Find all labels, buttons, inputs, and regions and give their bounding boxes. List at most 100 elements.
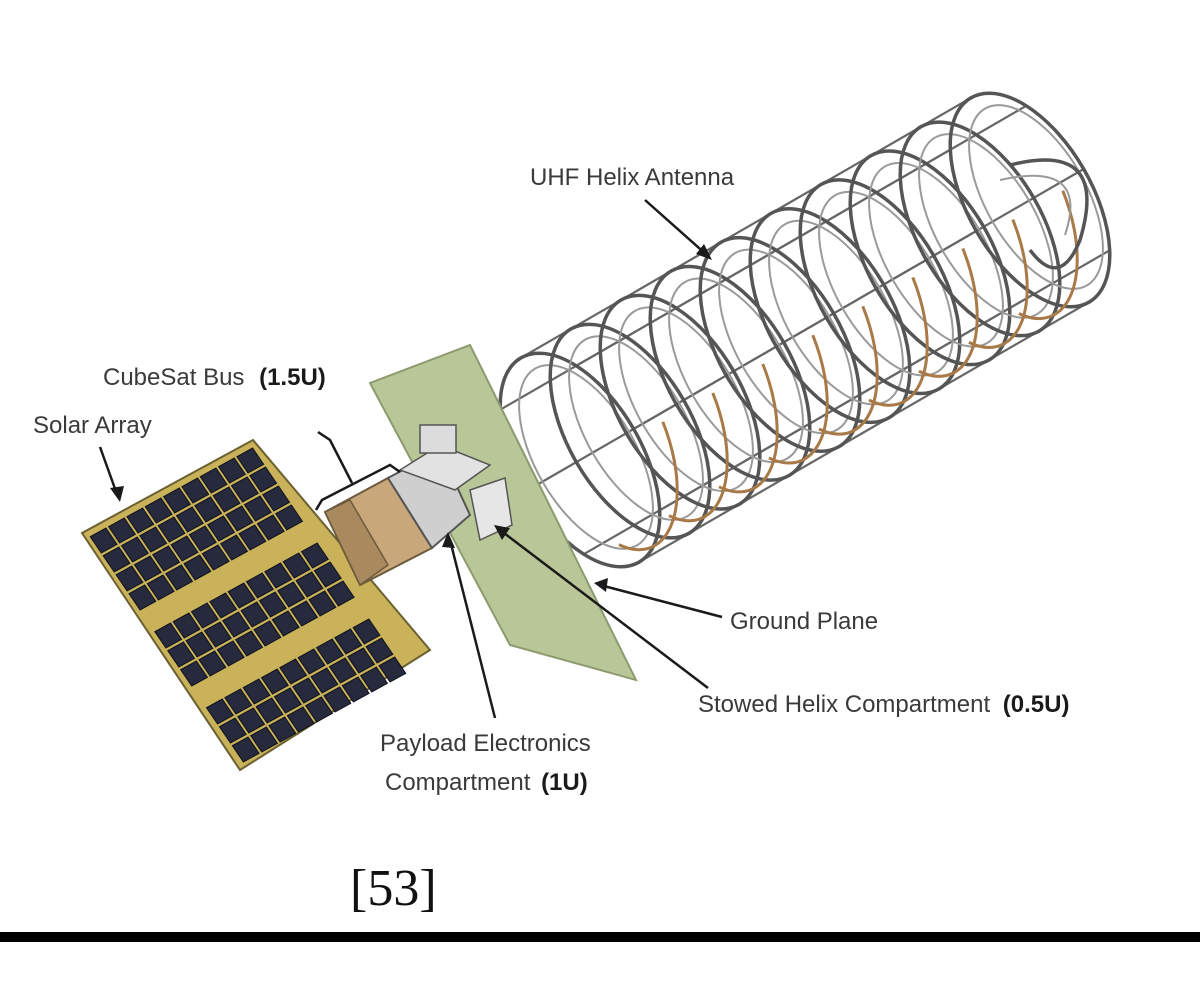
solar-cell: [144, 497, 173, 524]
solar-cell: [310, 667, 339, 694]
uhf-helix-antenna: [498, 91, 1112, 569]
solar-cell: [216, 640, 245, 667]
solar-cell: [133, 555, 162, 582]
solar-cell: [236, 447, 265, 474]
antenna-ring-inner: [618, 306, 754, 493]
arrowhead-payload-electronics: [442, 532, 455, 548]
solar-cell: [227, 582, 256, 609]
antenna-ring-inner: [668, 277, 804, 464]
solar-cell: [115, 565, 144, 592]
solar-cell: [183, 554, 212, 581]
solar-cell: [162, 487, 192, 514]
arrow-ground-plane: [599, 583, 723, 619]
label-payload-compartment-name: Compartment: [385, 769, 531, 796]
antenna-ring-inner: [518, 364, 654, 550]
solar-cell: [238, 524, 267, 551]
label-payload-electronics-line2: Compartment (1U): [385, 769, 588, 796]
antenna-ring: [548, 322, 712, 540]
helix-turn: [939, 104, 1079, 321]
solar-cell: [264, 562, 293, 589]
solar-cell: [262, 485, 291, 512]
solar-cell: [352, 618, 381, 645]
antenna-end-cap: [1009, 158, 1089, 270]
antenna-ring: [948, 91, 1112, 309]
antenna-cage-rings: [498, 91, 1112, 569]
antenna-ring: [848, 149, 1012, 367]
cubesat-bus: [323, 424, 513, 587]
solar-cell: [126, 507, 155, 534]
solar-cell: [154, 622, 183, 649]
arrow-stowed-helix: [499, 529, 709, 689]
solar-cell: [245, 572, 274, 599]
label-stowed-helix-compartment: Stowed Helix Compartment (0.5U): [698, 691, 1069, 718]
solar-cell: [255, 697, 284, 724]
label-cubesat-bus: CubeSat Bus (1.5U): [103, 364, 326, 391]
solar-cell: [249, 726, 279, 753]
solar-cell: [243, 495, 272, 522]
helix-turn: [639, 278, 779, 494]
solar-cell: [181, 477, 210, 504]
solar-cell: [242, 678, 271, 705]
antenna-rod: [525, 230, 977, 492]
solar-cell: [274, 504, 304, 531]
solar-cell: [185, 631, 214, 658]
antenna-ring: [698, 235, 862, 453]
antenna-ring: [598, 293, 762, 511]
antenna-ring-inner: [568, 335, 704, 521]
solar-cell: [279, 658, 308, 685]
label-uhf-helix-antenna: UHF Helix Antenna: [530, 164, 735, 191]
solar-cell: [170, 535, 199, 562]
solar-cell: [89, 527, 118, 554]
label-cubesat-bus-size: (1.5U): [259, 364, 326, 391]
solar-cell: [212, 486, 241, 513]
solar-cell: [282, 552, 311, 579]
solar-cell: [234, 630, 264, 657]
helix-turn: [689, 249, 829, 465]
solar-cell: [190, 602, 219, 629]
solar-cell: [167, 641, 196, 668]
solar-cell: [179, 660, 209, 687]
bottom-rule: [0, 932, 1200, 942]
solar-cell: [313, 561, 342, 588]
solar-cell: [107, 517, 137, 544]
solar-cell: [222, 611, 251, 638]
solar-cell: [175, 506, 204, 533]
solar-cell: [164, 564, 194, 591]
solar-cell: [249, 466, 278, 493]
antenna-ring-inner: [918, 133, 1054, 319]
solar-cell: [217, 457, 247, 484]
solar-cell: [128, 584, 157, 611]
solar-cell: [256, 514, 285, 541]
leader-arrows: [98, 199, 723, 719]
solar-cell: [120, 536, 149, 563]
solar-cell: [172, 612, 201, 639]
solar-cell: [225, 505, 254, 532]
solar-cell: [277, 581, 306, 608]
solar-cell: [326, 580, 355, 607]
solar-cell: [240, 601, 269, 628]
bus-tan-end: [323, 499, 389, 587]
antenna-ring: [798, 178, 962, 396]
solar-cell: [237, 707, 266, 734]
helix-turn: [589, 307, 729, 523]
solar-cell: [139, 526, 168, 553]
cubesat-bus-bracket: [314, 430, 401, 511]
label-stowed-helix-size: (0.5U): [1003, 691, 1070, 718]
solar-cell: [341, 676, 370, 703]
solar-cell: [152, 545, 181, 572]
solar-cell: [198, 650, 227, 677]
antenna-rod: [638, 301, 1090, 564]
antenna-helix-coil: [539, 104, 1079, 552]
helix-turn: [539, 335, 679, 552]
arrowhead-stowed-helix: [494, 525, 510, 540]
bus-upper-module: [419, 424, 457, 454]
antenna-ring-inner: [768, 219, 904, 406]
solar-cell: [289, 600, 319, 627]
solar-cell: [334, 628, 363, 655]
helix-turn: [789, 191, 929, 407]
antenna-ring-inner: [868, 161, 1004, 348]
antenna-ring: [648, 264, 812, 482]
solar-cell: [146, 574, 175, 601]
antenna-ring-inner: [818, 190, 954, 377]
